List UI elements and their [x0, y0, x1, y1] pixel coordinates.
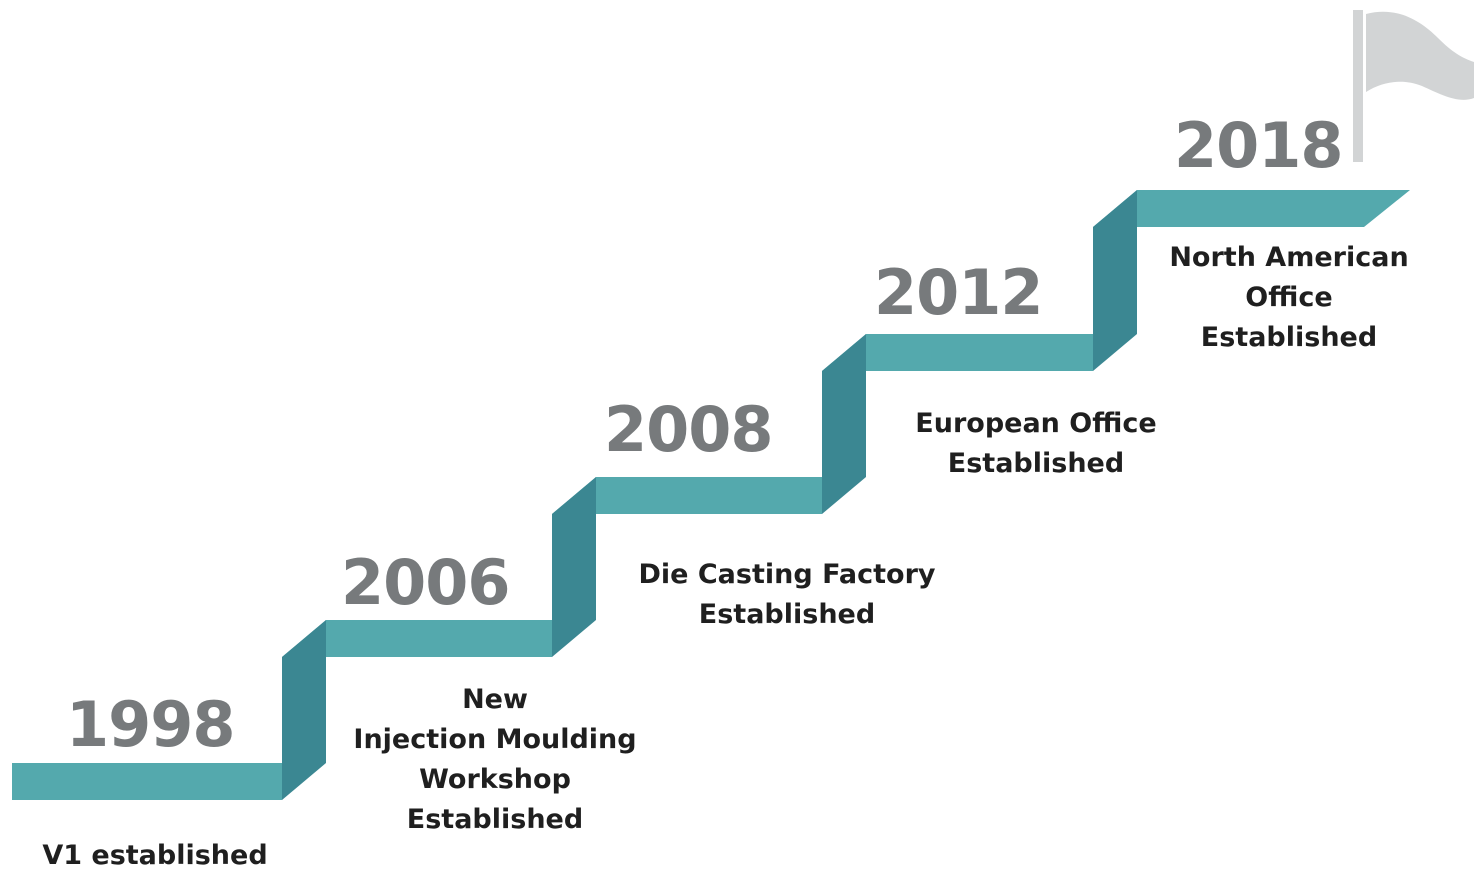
caption-line: Established — [947, 448, 1125, 479]
caption-line: Workshop — [419, 764, 571, 795]
caption-line: Office — [1245, 282, 1333, 313]
step-tread-2006 — [282, 620, 552, 657]
caption-line: Die Casting Factory — [638, 559, 936, 590]
caption-line: North American — [1169, 242, 1409, 273]
year-label-2006: 2006 — [341, 546, 511, 619]
milestone-caption-2006: New Injection Moulding Workshop Establis… — [353, 680, 636, 840]
step-tread-1998 — [12, 763, 282, 800]
flag-icon — [1353, 10, 1474, 162]
milestone-caption-2012: European Office Established — [915, 404, 1156, 484]
caption-line: V1 established — [42, 840, 268, 871]
step-tread-2018 — [1093, 190, 1410, 227]
caption-line: European Office — [915, 408, 1157, 439]
year-label-2012: 2012 — [874, 256, 1044, 329]
step-riser-2 — [552, 477, 596, 657]
caption-line: Injection Moulding — [353, 724, 637, 755]
step-riser-1 — [282, 620, 326, 800]
caption-line: Established — [698, 599, 876, 630]
milestone-caption-2018: North American Office Established — [1169, 238, 1408, 358]
milestone-caption-1998: V1 established — [42, 836, 267, 876]
step-riser-4 — [1093, 190, 1137, 371]
caption-line: Established — [1200, 322, 1378, 353]
step-riser-3 — [822, 334, 866, 514]
year-label-2018: 2018 — [1174, 109, 1344, 182]
milestone-caption-2008: Die Casting Factory Established — [638, 555, 935, 635]
year-label-2008: 2008 — [604, 393, 774, 466]
caption-line: New — [462, 684, 528, 715]
year-label-1998: 1998 — [66, 688, 236, 761]
step-tread-2012 — [822, 334, 1093, 371]
caption-line: Established — [406, 804, 584, 835]
step-tread-2008 — [552, 477, 822, 514]
